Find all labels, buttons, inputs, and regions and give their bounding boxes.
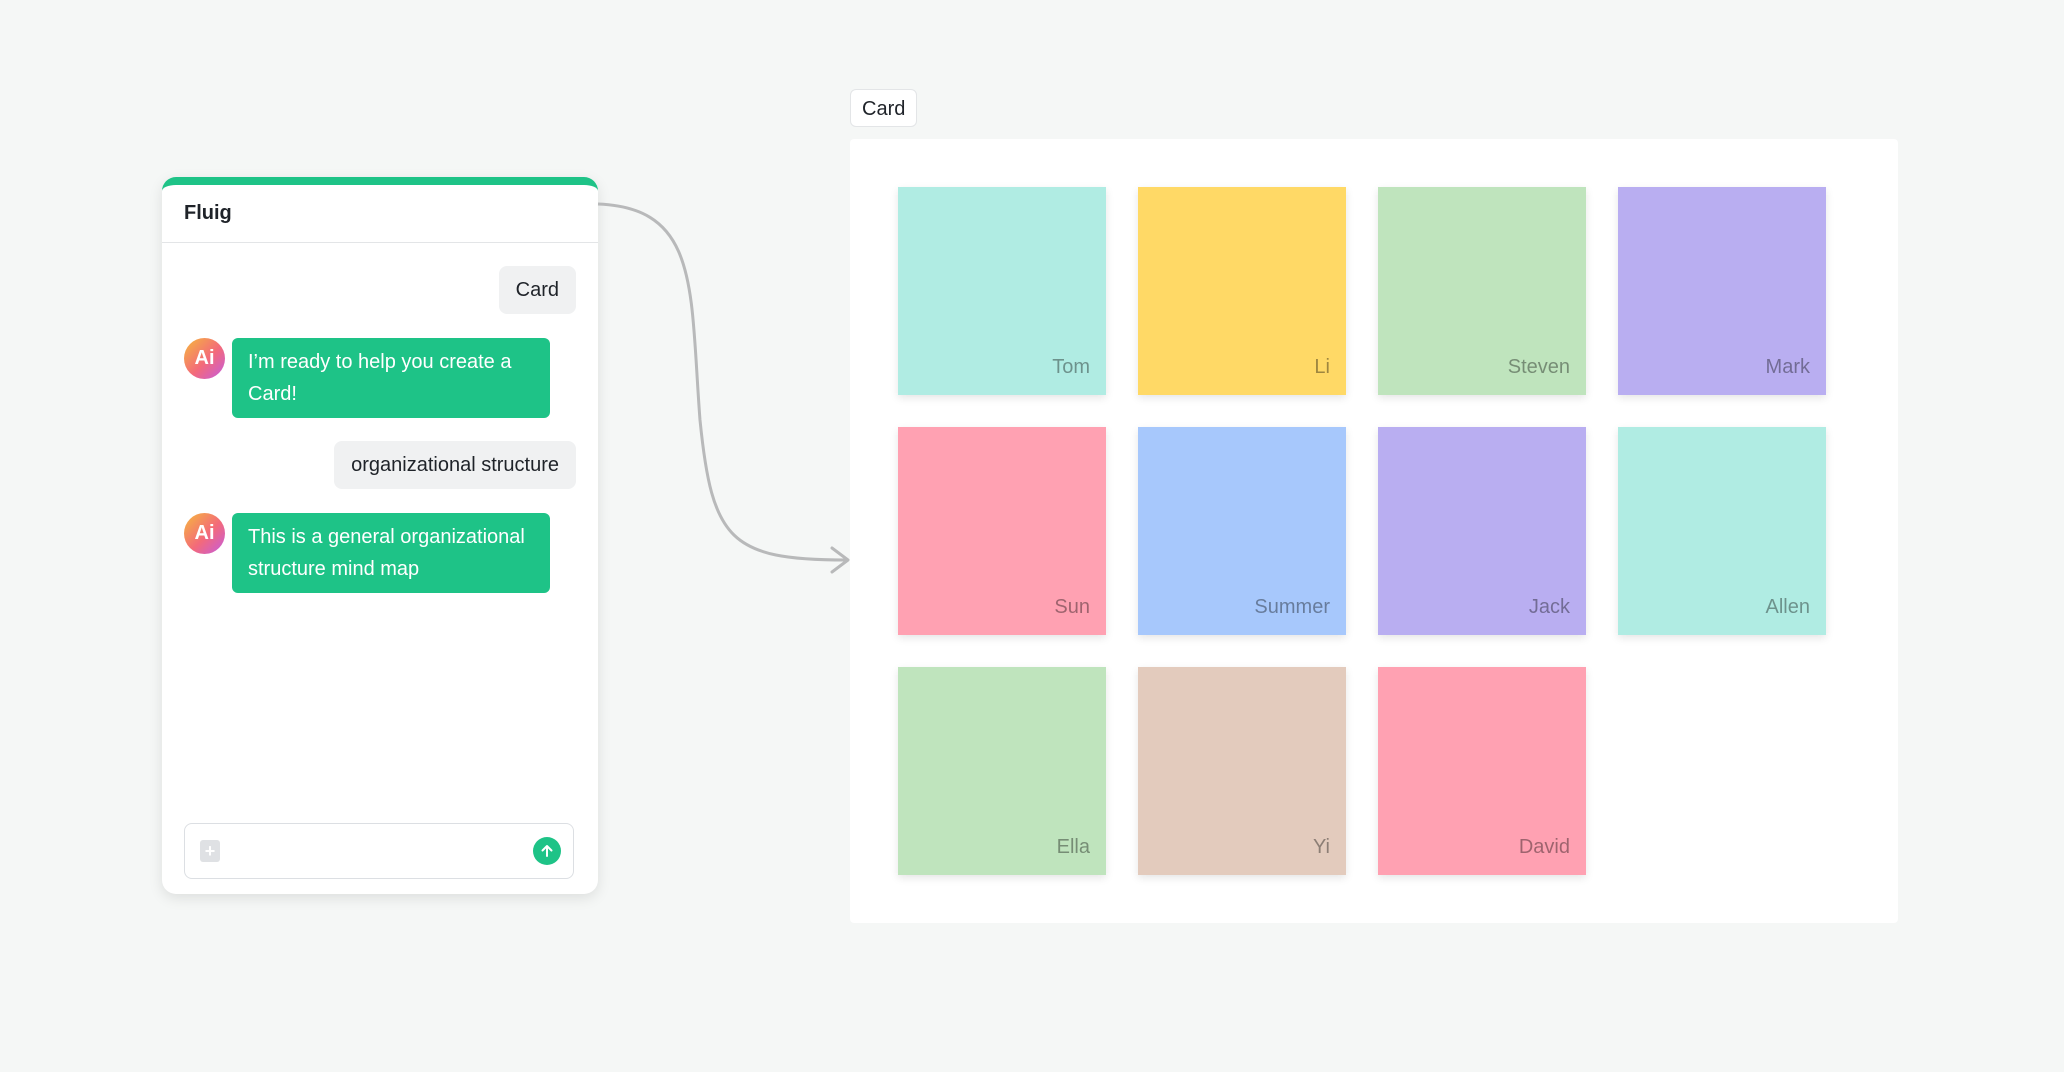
card[interactable]: Yi bbox=[1138, 667, 1346, 875]
card[interactable]: Mark bbox=[1618, 187, 1826, 395]
ai-avatar-icon: Ai bbox=[184, 338, 225, 379]
chat-input[interactable]: + bbox=[184, 823, 574, 879]
card[interactable]: Allen bbox=[1618, 427, 1826, 635]
card-name: Tom bbox=[1052, 356, 1090, 378]
card-name: Sun bbox=[1054, 596, 1090, 618]
ai-avatar-icon: Ai bbox=[184, 513, 225, 554]
card-name: Mark bbox=[1765, 356, 1810, 378]
ai-message: Ai This is a general organizational stru… bbox=[184, 513, 550, 593]
card[interactable]: Ella bbox=[898, 667, 1106, 875]
card[interactable]: Summer bbox=[1138, 427, 1346, 635]
card[interactable]: Jack bbox=[1378, 427, 1586, 635]
card[interactable]: David bbox=[1378, 667, 1586, 875]
user-message-bubble: organizational structure bbox=[334, 441, 576, 489]
plus-icon[interactable]: + bbox=[200, 840, 220, 862]
chat-panel: Fluig Card Ai I’m ready to help you crea… bbox=[162, 177, 598, 894]
card-name: Steven bbox=[1507, 356, 1570, 378]
board-label: Card bbox=[850, 89, 918, 127]
card-name: Allen bbox=[1765, 596, 1810, 618]
card-name: Yi bbox=[1312, 836, 1330, 858]
ai-message-bubble: I’m ready to help you create a Card! bbox=[232, 338, 550, 418]
user-message: Card bbox=[498, 266, 576, 314]
ai-message: Ai I’m ready to help you create a Card! bbox=[184, 338, 550, 418]
card-name: Li bbox=[1314, 356, 1330, 378]
card-name: David bbox=[1518, 836, 1570, 858]
card-board: Tom Li Steven Mark Sun Summer Jack Allen… bbox=[850, 139, 1898, 923]
card-name: Summer bbox=[1254, 596, 1330, 618]
card-name: Ella bbox=[1056, 836, 1090, 858]
chat-header: Fluig bbox=[162, 185, 598, 243]
user-message-bubble: Card bbox=[498, 266, 576, 314]
user-message: organizational structure bbox=[334, 441, 576, 489]
card-name: Jack bbox=[1528, 596, 1570, 618]
send-arrow-up-icon[interactable] bbox=[533, 837, 561, 865]
ai-message-bubble: This is a general organizational structu… bbox=[232, 513, 550, 593]
card[interactable]: Li bbox=[1138, 187, 1346, 395]
card[interactable]: Steven bbox=[1378, 187, 1586, 395]
card[interactable]: Sun bbox=[898, 427, 1106, 635]
card[interactable]: Tom bbox=[898, 187, 1106, 395]
chat-title: Fluig bbox=[184, 202, 232, 224]
